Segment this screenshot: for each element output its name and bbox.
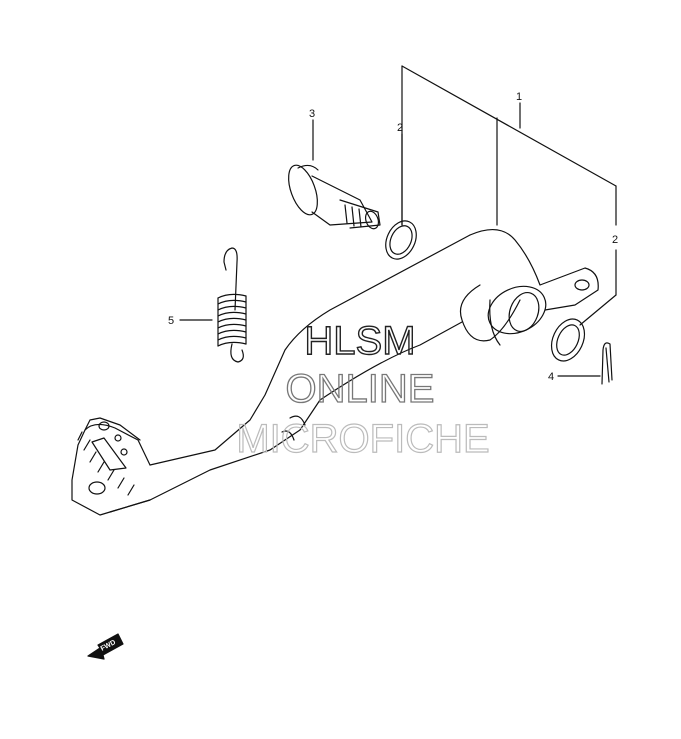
callout-1: 1 [516,91,522,103]
callout-2-lower: 2 [612,234,618,246]
spring-part-5 [217,247,247,363]
washer-part-2-lower [550,318,586,362]
watermark-line-2: ONLINE [286,367,435,411]
leader-lines [179,65,617,377]
pivot-bolt-part-3 [288,164,381,230]
callout-2-upper: 2 [397,122,403,134]
washer-part-2-upper [385,220,417,260]
callout-4: 4 [548,371,554,383]
brake-pedal-part-1 [71,229,599,516]
cotter-pin-part-4 [601,342,613,385]
watermark-line-3: MICROFICHE [236,417,489,461]
callout-5: 5 [168,315,174,327]
fwd-arrow-icon [87,633,124,660]
watermark-line-1: HLSM [304,319,415,363]
callout-3: 3 [309,108,315,120]
